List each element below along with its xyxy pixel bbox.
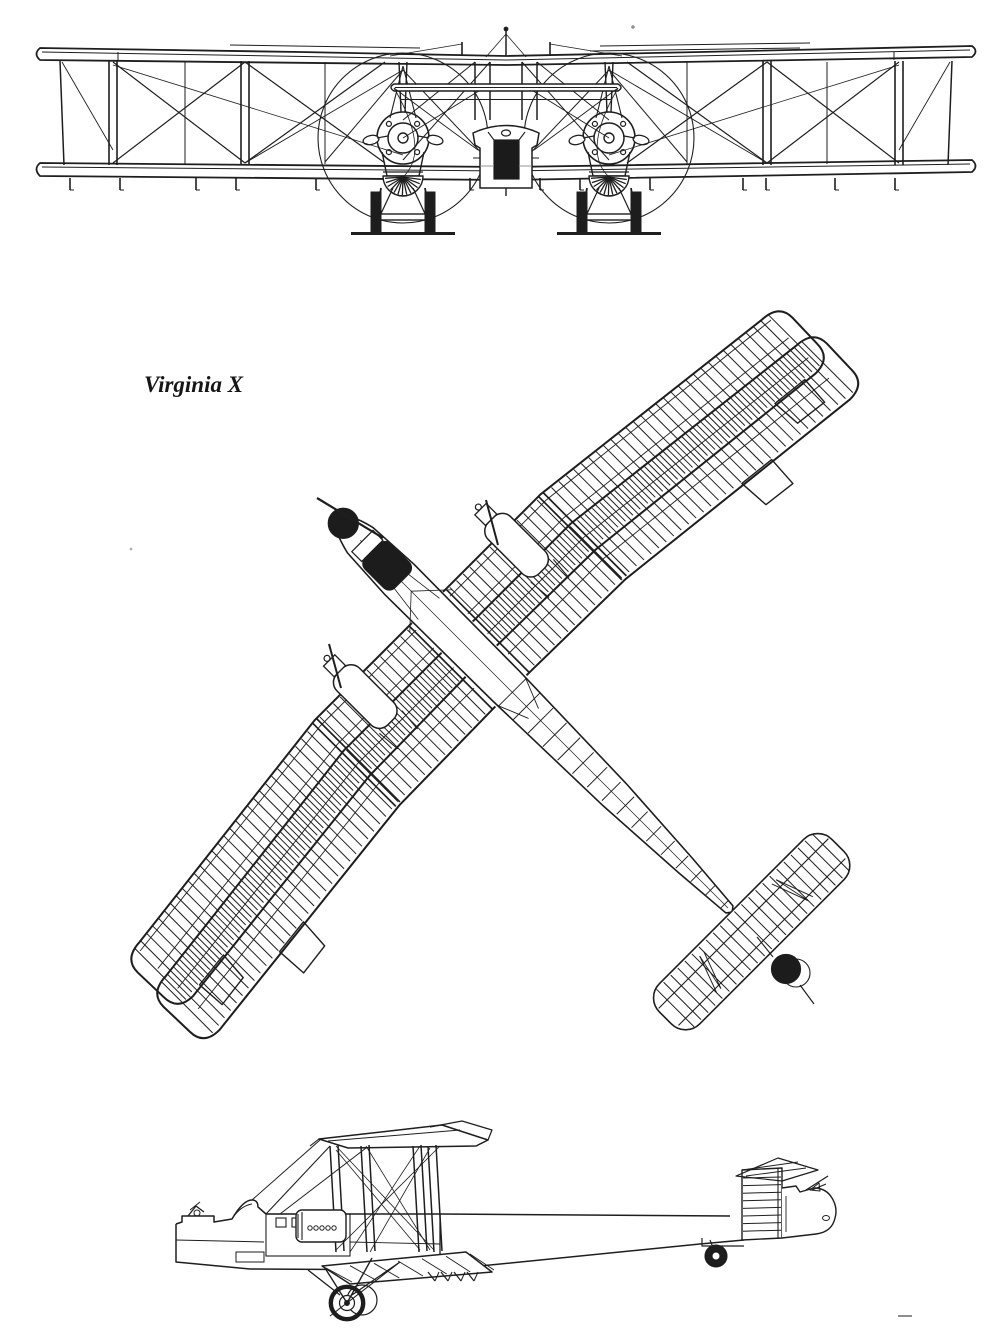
svg-text:Virginia X: Virginia X <box>144 372 244 397</box>
